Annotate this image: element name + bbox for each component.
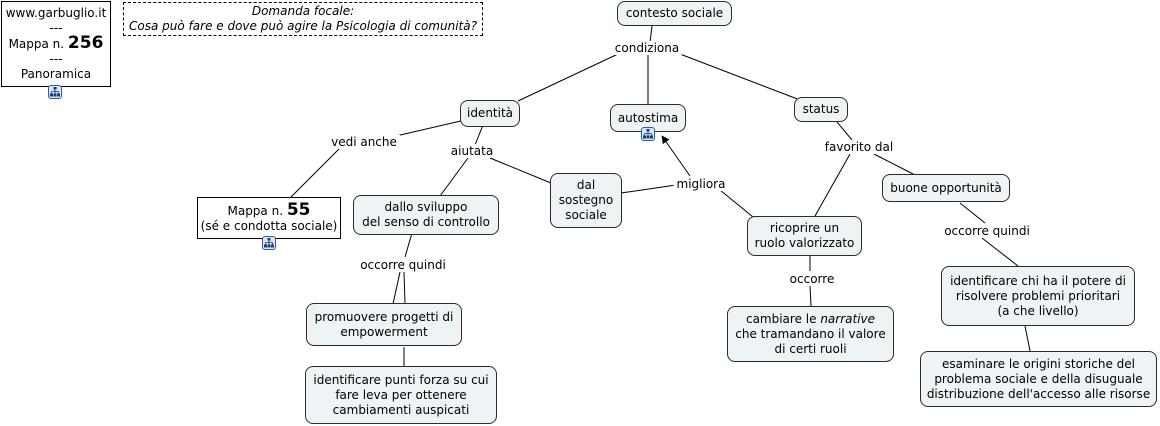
node-ruolo-valorizzato[interactable]: ricoprire un ruolo valorizzato	[747, 216, 862, 256]
link-label-migliora: migliora	[673, 177, 729, 191]
link-favorito-opportunita	[873, 153, 916, 176]
node-autostima[interactable]: autostima	[610, 104, 686, 132]
link-favorito-ruolo	[814, 153, 851, 217]
link-label-occorre-quindi: occorre quindi	[941, 224, 1033, 238]
link-label-occorre-quindi: occorre quindi	[357, 258, 449, 272]
link-occorre-narrative	[809, 285, 812, 307]
link-identita-vediAnche	[395, 119, 466, 137]
link-contesto-condiziona	[649, 25, 653, 43]
node-cambiare-narrative[interactable]: cambiare le narrative che tramandano il …	[727, 306, 894, 362]
node-contesto-sociale[interactable]: contesto sociale	[617, 1, 732, 26]
link-ruolo-migliora	[719, 189, 754, 218]
link-label-condiziona: condiziona	[611, 41, 683, 55]
link-label-vedi-anche: vedi anche	[328, 135, 400, 149]
link-occorreQuindi-promuovere-b	[403, 271, 406, 305]
link-occorreQuindi-promuovere-a	[392, 271, 401, 305]
map-number: 55	[286, 199, 311, 220]
node-sostegno-sociale[interactable]: dal sostegno sociale	[550, 173, 622, 228]
link-label-occorre: occorre	[786, 272, 838, 286]
link-potere-origini	[1024, 325, 1031, 352]
link-aiutata-sostegno	[489, 157, 552, 184]
link-identita-aiutata	[474, 124, 484, 146]
view-label: Panoramica	[20, 67, 92, 81]
separator: ---	[49, 52, 63, 66]
node-buone-opportunita[interactable]: buone opportunità	[882, 174, 1010, 202]
map-link-icon[interactable]	[641, 127, 655, 141]
map-number: 256	[67, 33, 104, 53]
focal-title: Domanda focale:	[251, 4, 355, 18]
link-condiziona-identita	[517, 53, 619, 102]
separator: ---	[49, 21, 63, 35]
map-number-line: Mappa n. 256	[8, 33, 104, 53]
link-sviluppo-occorreQuindi	[404, 232, 413, 258]
link-migliora-autostima	[661, 135, 691, 177]
link-aiutata-sviluppo	[439, 157, 469, 197]
link-condiziona-status	[679, 53, 801, 101]
node-status[interactable]: status	[794, 97, 848, 122]
focal-question: Domanda focale: Cosa può fare e dove può…	[123, 2, 483, 36]
link-vediAnche-mappa55	[289, 147, 341, 199]
map-link-icon[interactable]	[262, 236, 276, 250]
link-status-favorito	[836, 121, 853, 141]
link-label-favorito-dal: favorito dal	[821, 140, 897, 154]
link-sostegno-migliora	[620, 184, 677, 194]
link-occorreQuindi-potere	[981, 237, 1019, 267]
info-box: www.garbuglio.it --- Mappa n. 256 --- Pa…	[1, 1, 111, 87]
node-mappa-55[interactable]: Mappa n. 55 (sé e condotta sociale)	[197, 197, 341, 239]
site-url[interactable]: www.garbuglio.it	[5, 6, 107, 20]
link-label-aiutata: aiutata	[447, 144, 497, 158]
map-link-icon[interactable]	[48, 85, 62, 99]
link-opportunita-occorreQuindi	[959, 202, 986, 224]
focal-text: Cosa può fare e dove può agire la Psicol…	[129, 19, 477, 33]
node-identificare-potere[interactable]: identificare chi ha il potere di risolve…	[941, 266, 1135, 326]
node-punti-forza[interactable]: identificare punti forza su cui fare lev…	[305, 366, 497, 424]
node-sviluppo-controllo[interactable]: dallo sviluppo del senso di controllo	[353, 195, 499, 235]
node-identita[interactable]: identità	[460, 100, 520, 127]
node-promuovere-empowerment[interactable]: promuovere progetti di empowerment	[306, 303, 462, 346]
node-origini-storiche[interactable]: esaminare le origini storiche del proble…	[920, 351, 1157, 407]
